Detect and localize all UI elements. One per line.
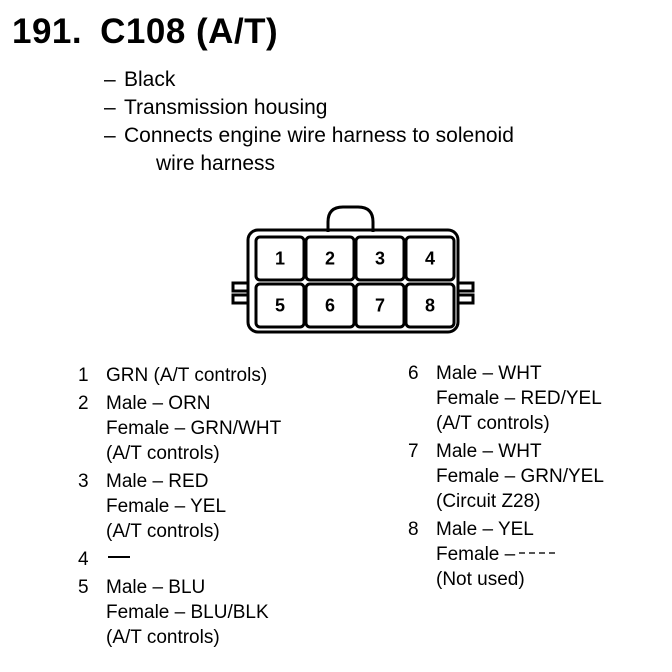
pin-circuit: (Not used) (436, 569, 525, 590)
side-latch-right (456, 281, 475, 293)
description-text: Transmission housing (124, 96, 328, 119)
pin-number: 7 (408, 441, 419, 462)
pin-number: 2 (78, 393, 89, 414)
pin-cavity-label: 1 (275, 249, 285, 269)
description-text: Connects engine wire harness to solenoid (124, 124, 514, 147)
empty-pin-dash (108, 556, 130, 558)
pin-wire-male: Male – WHT (436, 363, 542, 384)
pin-list-left: 1 GRN (A/T controls) 2 Male – ORN Female… (78, 363, 281, 650)
bullet-dash: – (104, 68, 116, 91)
pin-entry: 2 Male – ORN Female – GRN/WHT (A/T contr… (78, 391, 281, 466)
pin-circuit: (A/T controls) (106, 443, 220, 464)
connector-housing (246, 228, 460, 334)
connector-lock-tab (326, 205, 375, 232)
pin-number: 1 (78, 365, 89, 386)
pin-wire-male: Male – WHT (436, 441, 542, 462)
connector-name: C108 (A/T) (100, 12, 279, 51)
faded-dash (519, 552, 556, 554)
pin-cavity (404, 282, 456, 329)
pin-entry: 1 GRN (A/T controls) (78, 363, 281, 388)
pin-cavity (354, 235, 406, 282)
item-number: 191. (12, 12, 83, 51)
pin-cavity (404, 235, 456, 282)
bullet-dash: – (104, 124, 116, 147)
pin-number: 6 (408, 363, 419, 384)
bullet-dash: – (104, 96, 116, 119)
pin-entry: 6 Male – WHT Female – RED/YEL (A/T contr… (408, 361, 604, 436)
pin-cavity-label: 5 (275, 296, 285, 316)
page-title: 191. C108 (A/T) (12, 12, 278, 52)
description-line: –Connects engine wire harness to solenoi… (104, 122, 514, 150)
side-latch-left (231, 281, 250, 293)
pin-circuit: (A/T controls) (436, 413, 550, 434)
pin-wire-female: Female – GRN/WHT (106, 418, 282, 439)
pin-wire-female: Female – GRN/YEL (436, 466, 604, 487)
pin-cavity-label: 3 (375, 249, 385, 269)
pin-wire-male: Male – ORN (106, 393, 211, 414)
pin-entry: 3 Male – RED Female – YEL (A/T controls) (78, 469, 281, 544)
description-line: wire harness (104, 150, 514, 178)
pin-cavity (254, 282, 306, 329)
side-latch-left (231, 293, 250, 305)
pin-wire-female: Female – (436, 544, 516, 565)
pin-number: 8 (408, 519, 419, 540)
pin-wire-male: Male – BLU (106, 577, 206, 598)
pin-cavity-label: 8 (425, 296, 435, 316)
pin-wire: GRN (A/T controls) (106, 365, 268, 386)
pin-number: 4 (78, 549, 89, 570)
connector-face-diagram: 1 2 3 4 5 6 7 8 (231, 205, 475, 334)
pin-wire-female: Female – BLU/BLK (106, 602, 269, 623)
pin-number: 3 (78, 471, 89, 492)
pin-cavity (254, 235, 306, 282)
pin-cavity-label: 4 (425, 249, 435, 269)
pin-wire-female: Female – YEL (106, 496, 227, 517)
pin-cavity (304, 235, 356, 282)
pin-cavity (354, 282, 406, 329)
pin-list-right: 6 Male – WHT Female – RED/YEL (A/T contr… (408, 361, 604, 592)
description-text: wire harness (156, 152, 276, 175)
pin-wire-male: Male – RED (106, 471, 209, 492)
pin-wire-male: Male – YEL (436, 519, 534, 540)
description-line: –Black (104, 66, 514, 94)
side-latch-right (456, 293, 475, 305)
pin-wire-female: Female – RED/YEL (436, 388, 602, 409)
connector-description: –Black –Transmission housing –Connects e… (104, 66, 514, 178)
pin-entry: 4 (78, 547, 281, 572)
pin-cavity-label: 2 (325, 249, 335, 269)
pin-circuit: (A/T controls) (106, 521, 220, 542)
pin-cavity-label: 7 (375, 296, 385, 316)
pin-cavity (304, 282, 356, 329)
pin-circuit: (A/T controls) (106, 627, 220, 648)
description-text: Black (124, 68, 176, 91)
pin-circuit: (Circuit Z28) (436, 491, 541, 512)
pin-wire-female-row: Female – (436, 542, 556, 567)
description-line: –Transmission housing (104, 94, 514, 122)
pin-number: 5 (78, 577, 89, 598)
pin-cavity-label: 6 (325, 296, 335, 316)
pin-entry: 7 Male – WHT Female – GRN/YEL (Circuit Z… (408, 439, 604, 514)
pin-entry: 5 Male – BLU Female – BLU/BLK (A/T contr… (78, 575, 281, 650)
pin-entry: 8 Male – YEL Female – (Not used) (408, 517, 604, 592)
